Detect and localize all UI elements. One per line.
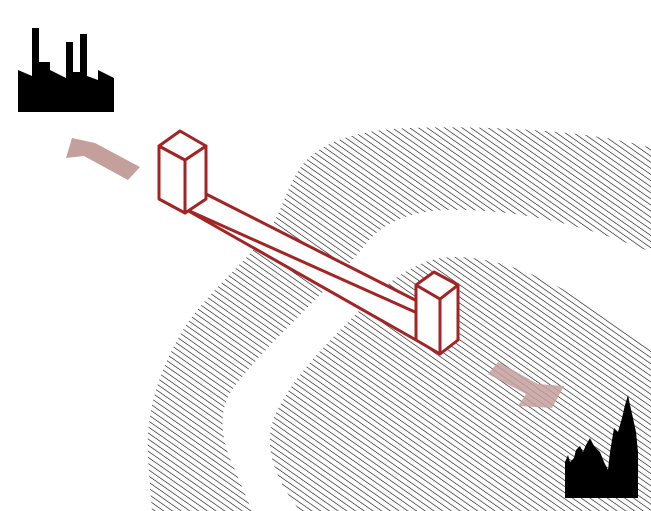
- arrow-to-city: [488, 362, 564, 408]
- arrow-down-right: [488, 362, 564, 408]
- factory-silhouette: [18, 28, 114, 112]
- arrow-up-left: [66, 138, 140, 180]
- arrow-to-factory: [66, 138, 140, 180]
- inner-island: [269, 256, 651, 511]
- left-tower-top: [157, 129, 208, 162]
- hatched-terrain: [147, 127, 651, 511]
- right-tower-top: [414, 270, 460, 301]
- cathedral-silhouette: [565, 395, 638, 497]
- factory-icon: [18, 28, 114, 112]
- hatch-region: [147, 127, 651, 511]
- cathedral-base: [565, 490, 638, 498]
- cathedral-icon: [565, 395, 638, 498]
- bridge-structure: [157, 129, 460, 356]
